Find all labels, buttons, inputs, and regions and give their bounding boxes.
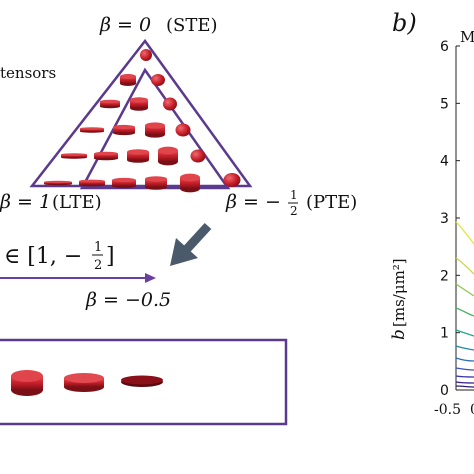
tensor-glyph — [113, 124, 135, 136]
tensor-glyph — [223, 173, 241, 187]
left-vertex-beta: β = 1 — [0, 191, 51, 213]
panel-b-ytick-label: 1 — [440, 326, 449, 342]
tensor-glyph — [158, 146, 178, 166]
tensor-glyph-grid — [44, 49, 241, 193]
tensor-glyph — [145, 122, 165, 138]
tensor-glyph — [163, 97, 177, 111]
panel-b-label: b) — [392, 9, 417, 37]
tensor-triangle-panel: β = 0 (STE) tensors β = 1 (LTE) β = − 1 … — [0, 14, 357, 426]
tensor-glyph — [44, 180, 72, 186]
tensor-glyph — [140, 49, 152, 61]
panel-b-ylabel-unit: [ms/μm²] — [390, 258, 408, 327]
panel-b-ytick-label: 6 — [440, 39, 449, 55]
tensor-glyph — [100, 99, 120, 109]
tensor-glyph — [190, 149, 206, 163]
right-vertex-beta: β = − — [225, 191, 281, 213]
tensor-glyph — [64, 373, 104, 392]
panel-b-xtick-partial: 0 — [470, 402, 474, 418]
outer-triangle — [29, 38, 253, 188]
panel-b-yticks: 6 5 4 3 2 1 0 — [440, 39, 460, 399]
panel-b-ytick-label: 3 — [440, 211, 449, 227]
tensor-sequence-box — [0, 338, 288, 426]
panel-b-ylabel: b [ms/μm²] — [389, 258, 409, 340]
tensor-glyph — [127, 149, 149, 163]
beta-end-label: β = −0.5 — [85, 289, 171, 311]
right-vertex-frac-num: 1 — [290, 188, 298, 202]
panel-b-ytick-label: 5 — [440, 96, 449, 112]
range-expression: ∈ [1, − — [4, 244, 82, 269]
tensor-glyph — [145, 176, 167, 190]
tensor-glyph — [61, 153, 87, 159]
range-frac-num: 1 — [94, 240, 102, 255]
panel-b-xtick-first: -0.5 — [434, 402, 461, 418]
panel-b-contours — [455, 221, 474, 388]
right-vertex-frac-den: 2 — [290, 204, 298, 218]
right-vertex-tag: (PTE) — [306, 192, 357, 213]
tensor-glyph — [79, 179, 105, 187]
panel-b-ytick-label: 2 — [440, 268, 449, 284]
tensor-glyph — [11, 370, 43, 396]
tensor-glyph — [130, 97, 148, 111]
left-vertex-tag: (LTE) — [52, 192, 102, 213]
top-vertex-tag: (STE) — [166, 15, 218, 36]
down-left-arrow-icon — [170, 222, 212, 266]
panel-b: b) M b [ms/μm²] 6 5 4 3 2 1 0 -0.5 0 — [389, 9, 474, 418]
tensor-glyph — [94, 151, 118, 161]
right-arrow-icon — [0, 273, 156, 283]
panel-b-ytick-label: 0 — [440, 383, 449, 399]
tensor-glyph — [151, 74, 165, 86]
top-vertex-beta: β = 0 — [99, 14, 151, 36]
range-frac-den: 2 — [94, 258, 102, 273]
tensor-sequence — [11, 370, 163, 396]
tensor-glyph — [180, 173, 200, 193]
tensors-label: tensors — [0, 64, 56, 82]
panel-b-ylabel-var: b — [389, 329, 409, 340]
range-close-bracket: ] — [106, 244, 115, 269]
tensor-glyph — [112, 177, 136, 189]
tensor-glyph — [175, 123, 191, 137]
tensor-glyph — [121, 375, 163, 387]
tensor-glyph — [120, 74, 136, 86]
tensor-glyph — [80, 127, 104, 133]
panel-b-ytick-label: 4 — [440, 154, 449, 170]
panel-b-title-fragment: M — [460, 28, 474, 46]
